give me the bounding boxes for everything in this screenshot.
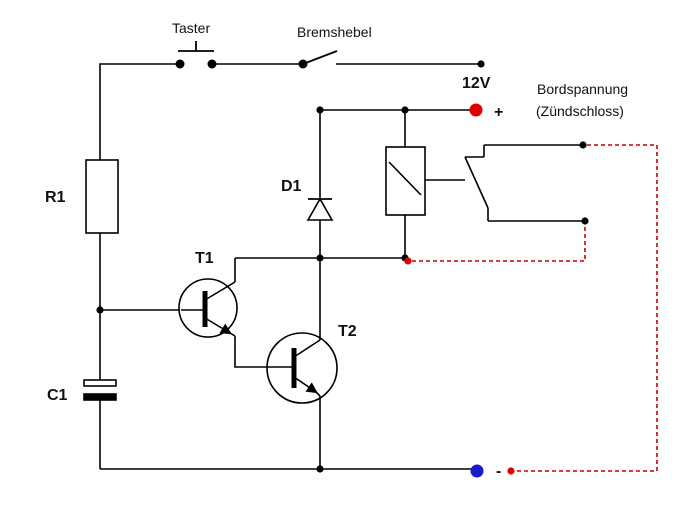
- positive-terminal: [469, 103, 483, 117]
- t1-base-wire: [96, 306, 181, 314]
- r1-label: R1: [45, 189, 66, 206]
- diode-d1: D1: [281, 110, 334, 258]
- taster-label: Taster: [172, 20, 210, 36]
- bordspannung-label-line2: (Zündschloss): [536, 103, 624, 119]
- negative-rail: -: [100, 463, 515, 480]
- voltage-label: 12V: [462, 75, 491, 92]
- collector-rail: [235, 254, 412, 265]
- d1-label: D1: [281, 178, 302, 195]
- transistor-t1: T1: [178, 250, 267, 368]
- plus-label: +: [494, 104, 503, 121]
- capacitor-c1: C1: [47, 379, 117, 469]
- taster-pushbutton: Taster: [172, 20, 217, 69]
- transistor-t2: T2: [266, 258, 357, 469]
- bremshebel-label: Bremshebel: [297, 24, 372, 40]
- t1-label: T1: [195, 250, 214, 267]
- bordspannung-label-line1: Bordspannung: [537, 81, 628, 97]
- bremshebel-switch: Bremshebel: [297, 24, 372, 69]
- negative-terminal: [470, 464, 484, 478]
- minus-connection-point: [507, 467, 515, 475]
- positive-rail: 12V +: [316, 75, 503, 121]
- relay-coil: [385, 110, 426, 262]
- dashed-connections: [412, 144, 658, 472]
- c1-label: C1: [47, 387, 68, 404]
- relay-output-point: [404, 257, 412, 265]
- resistor-r1: R1: [45, 159, 119, 380]
- minus-label: -: [496, 463, 501, 480]
- relay-contact: Bordspannung (Zündschloss): [425, 81, 628, 225]
- top-supply-line: [99, 60, 485, 160]
- t2-label: T2: [338, 323, 357, 340]
